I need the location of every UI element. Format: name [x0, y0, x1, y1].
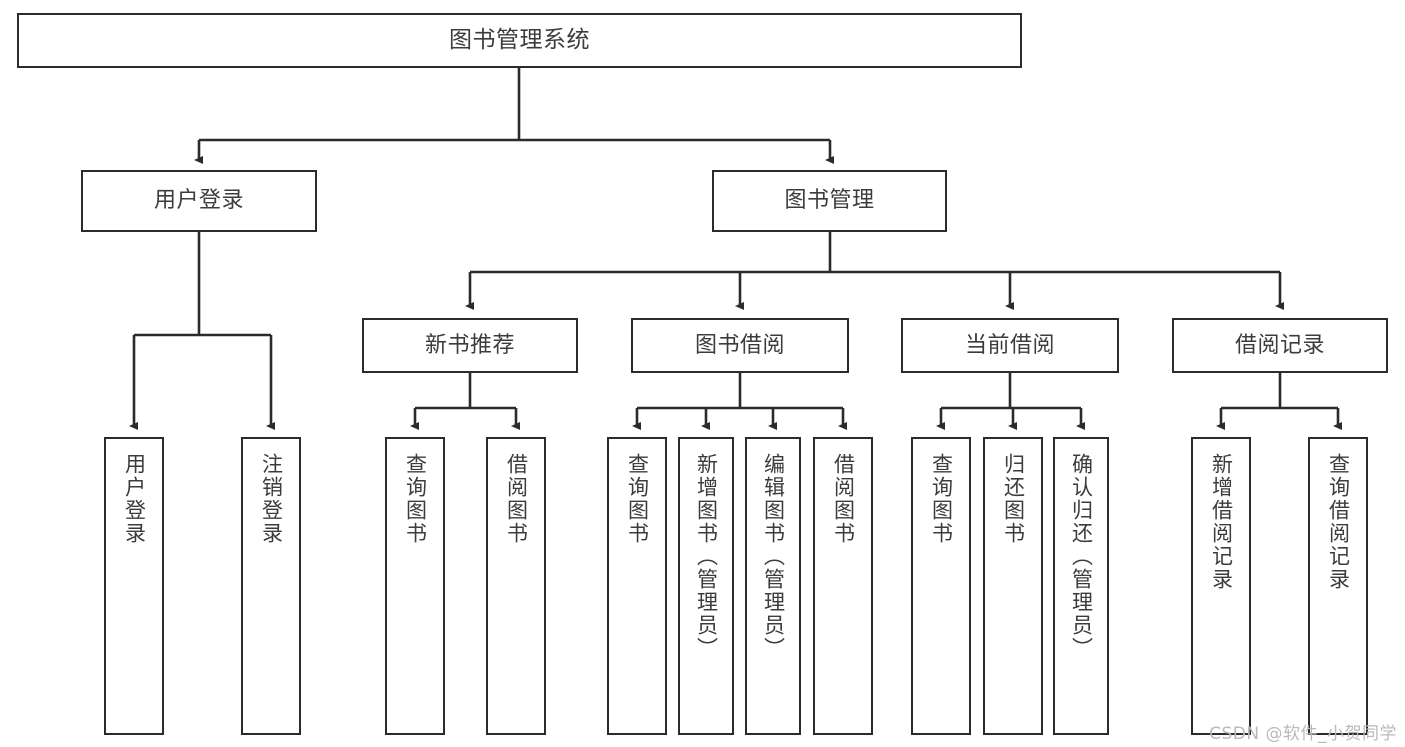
node-leaf-return-book-label: 归还图书	[1001, 453, 1026, 545]
node-user-login-label: 用户登录	[153, 188, 244, 214]
node-user-login[interactable]: 用户登录	[81, 170, 317, 232]
node-borrow-record[interactable]: 借阅记录	[1172, 318, 1388, 373]
node-leaf-add-record[interactable]: 新增借阅记录	[1191, 437, 1251, 735]
node-leaf-query-book-1[interactable]: 查询图书	[385, 437, 445, 735]
node-leaf-query-record[interactable]: 查询借阅记录	[1308, 437, 1368, 735]
node-leaf-logout[interactable]: 注销登录	[241, 437, 301, 735]
node-root[interactable]: 图书管理系统	[17, 13, 1022, 68]
node-leaf-add-book[interactable]: 新增图书（管理员）	[678, 437, 734, 735]
node-leaf-user-login[interactable]: 用户登录	[104, 437, 164, 735]
node-leaf-user-login-label: 用户登录	[122, 453, 147, 545]
node-leaf-query-book-2[interactable]: 查询图书	[607, 437, 667, 735]
node-leaf-query-book-1-label: 查询图书	[403, 453, 428, 545]
node-leaf-borrow-book-1-label: 借阅图书	[504, 453, 529, 545]
node-book-borrow[interactable]: 图书借阅	[631, 318, 849, 373]
node-current-borrow[interactable]: 当前借阅	[901, 318, 1119, 373]
node-book-borrow-label: 图书借阅	[694, 332, 785, 358]
node-leaf-logout-label: 注销登录	[259, 453, 284, 545]
node-leaf-return-book[interactable]: 归还图书	[983, 437, 1043, 735]
node-leaf-add-record-label: 新增借阅记录	[1209, 453, 1234, 591]
node-leaf-query-book-2-label: 查询图书	[625, 453, 650, 545]
node-root-label: 图书管理系统	[449, 26, 590, 53]
node-leaf-query-book-3-label: 查询图书	[929, 453, 954, 545]
watermark-text: CSDN @软件_小贺同学	[1209, 724, 1397, 744]
node-leaf-query-book-3[interactable]: 查询图书	[911, 437, 971, 735]
node-new-book-rec-label: 新书推荐	[424, 332, 515, 358]
node-new-book-rec[interactable]: 新书推荐	[362, 318, 578, 373]
node-leaf-borrow-book-2[interactable]: 借阅图书	[813, 437, 873, 735]
node-leaf-add-book-label: 新增图书（管理员）	[694, 453, 719, 660]
node-book-manage-label: 图书管理	[784, 188, 875, 214]
node-leaf-borrow-book-2-label: 借阅图书	[831, 453, 856, 545]
node-borrow-record-label: 借阅记录	[1234, 332, 1325, 358]
node-leaf-confirm-return[interactable]: 确认归还（管理员）	[1053, 437, 1109, 735]
node-leaf-borrow-book-1[interactable]: 借阅图书	[486, 437, 546, 735]
node-leaf-confirm-return-label: 确认归还（管理员）	[1069, 453, 1094, 660]
node-current-borrow-label: 当前借阅	[964, 332, 1055, 358]
node-book-manage[interactable]: 图书管理	[712, 170, 947, 232]
node-leaf-edit-book-label: 编辑图书（管理员）	[761, 453, 786, 660]
node-leaf-edit-book[interactable]: 编辑图书（管理员）	[745, 437, 801, 735]
node-leaf-query-record-label: 查询借阅记录	[1326, 453, 1351, 591]
